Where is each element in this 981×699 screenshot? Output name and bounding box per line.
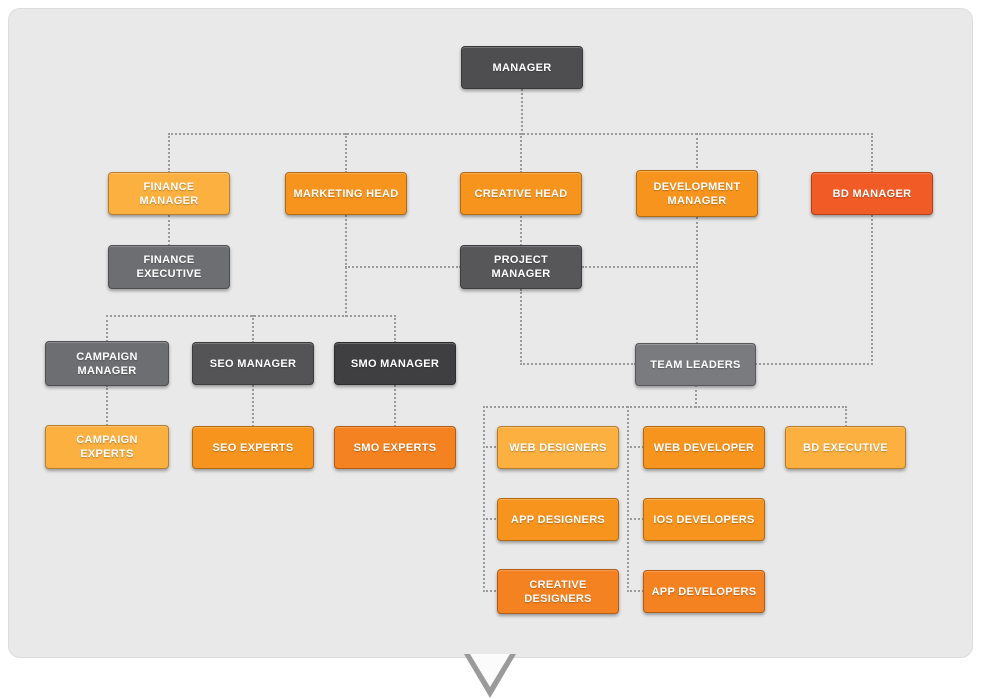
connector-seo-experts <box>252 385 254 427</box>
node-manager: MANAGER <box>461 46 583 89</box>
node-team-leaders: TEAM LEADERS <box>635 343 756 386</box>
connector-project-left <box>345 266 461 268</box>
node-seo-experts: SEO EXPERTS <box>192 426 314 469</box>
node-marketing-head: MARKETING HEAD <box>285 172 407 215</box>
node-smo-experts: SMO EXPERTS <box>334 426 456 469</box>
connector-drop-marketing <box>345 133 347 173</box>
connector-stub-iosdevelopers <box>627 518 644 520</box>
connector-stub-webdesigners <box>483 446 499 448</box>
node-finance-executive: FINANCE EXECUTIVE <box>108 245 230 289</box>
node-ios-developers: IOS DEVELOPERS <box>643 498 765 541</box>
node-app-developers: APP DEVELOPERS <box>643 570 765 613</box>
node-campaign-manager: CAMPAIGN MANAGER <box>45 341 169 386</box>
connector-finance-exec <box>168 215 170 246</box>
connector-drop-seo <box>252 315 254 343</box>
connector-bd-executive <box>845 406 847 427</box>
connector-drop-creative <box>520 133 522 173</box>
node-development-manager: DEVELOPMENT MANAGER <box>636 170 758 217</box>
node-campaign-experts: CAMPAIGN EXPERTS <box>45 425 169 469</box>
connector-drop-smo <box>394 315 396 343</box>
connector-stub-appdesigners <box>483 518 499 520</box>
node-seo-manager: SEO MANAGER <box>192 342 314 385</box>
connector-team-left <box>520 363 636 365</box>
connector-teamleaders-down <box>695 385 697 408</box>
node-web-developer: WEB DEVELOPER <box>643 426 765 469</box>
connector-marketing-bus <box>106 315 396 317</box>
node-creative-designers: CREATIVE DESIGNERS <box>497 569 619 614</box>
node-bd-manager: BD MANAGER <box>811 172 933 215</box>
connector-creative-project <box>520 216 522 246</box>
connector-project-down <box>520 289 522 365</box>
chart-panel <box>8 8 973 658</box>
connector-development-down <box>696 217 698 344</box>
connector-drop-finance <box>168 133 170 173</box>
connector-bd-down <box>871 215 873 365</box>
connector-stub-webdeveloper <box>627 446 644 448</box>
connector-drop-development <box>696 133 698 172</box>
connector-manager-down <box>521 89 523 135</box>
panel-tail-fill <box>470 654 510 687</box>
connector-campaign-experts <box>106 385 108 426</box>
connector-project-right <box>582 266 698 268</box>
node-web-designers: WEB DESIGNERS <box>497 426 619 469</box>
node-project-manager: PROJECT MANAGER <box>460 245 582 289</box>
connector-stub-appdevelopers <box>627 590 644 592</box>
node-app-designers: APP DESIGNERS <box>497 498 619 541</box>
connector-stub-creativedesigners <box>483 590 499 592</box>
node-finance-manager: FINANCE MANAGER <box>108 172 230 215</box>
connector-mid-column <box>627 406 629 592</box>
connector-drop-campaign <box>106 315 108 342</box>
connector-left-column <box>483 406 485 592</box>
connector-team-right <box>755 363 873 365</box>
connector-leaders-bus <box>483 406 847 408</box>
connector-smo-experts <box>394 385 396 427</box>
connector-drop-bd <box>871 133 873 173</box>
node-smo-manager: SMO MANAGER <box>334 342 456 385</box>
node-creative-head: CREATIVE HEAD <box>460 172 582 215</box>
node-bd-executive: BD EXECUTIVE <box>785 426 906 469</box>
